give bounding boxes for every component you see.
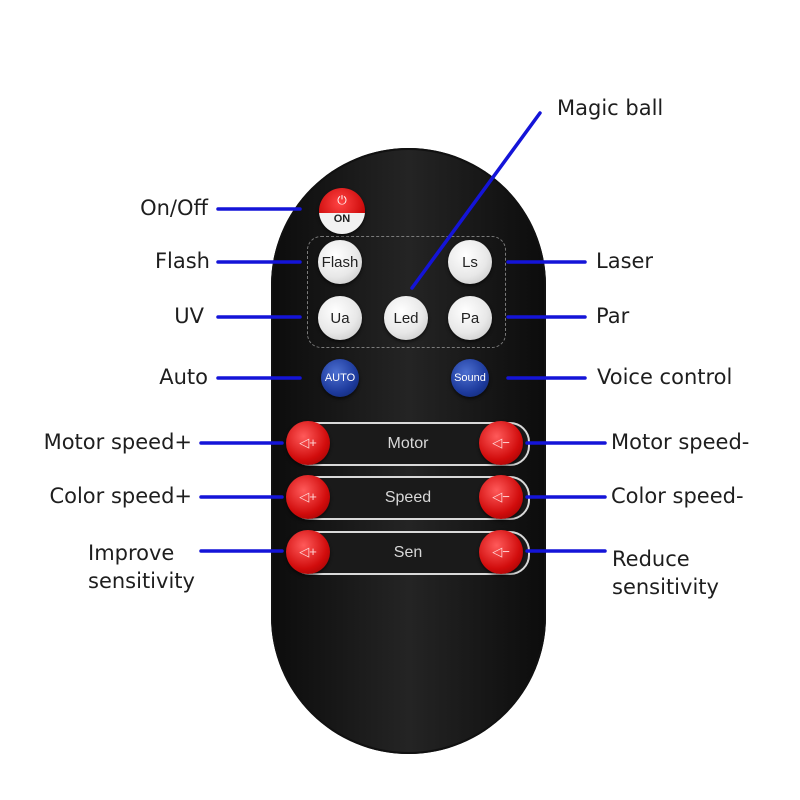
label-reduce-line1: Reduce xyxy=(612,547,690,571)
label-uv: UV xyxy=(174,304,204,328)
laser-button[interactable]: Ls xyxy=(448,240,492,284)
on-button-label: ON xyxy=(319,213,365,234)
label-improve-line1: Improve xyxy=(88,541,175,565)
label-motor-speed-minus: Motor speed- xyxy=(611,430,750,454)
label-improve-sensitivity: Improve sensitivity xyxy=(88,539,195,595)
label-color-speed-plus: Color speed+ xyxy=(49,484,192,508)
label-auto: Auto xyxy=(159,365,208,389)
label-on-off: On/Off xyxy=(140,196,208,220)
label-magic-ball: Magic ball xyxy=(557,96,664,120)
label-reduce-line2: sensitivity xyxy=(612,575,719,599)
reduce-sensitivity-button[interactable]: ◁− xyxy=(479,530,523,574)
color-speed-minus-button[interactable]: ◁− xyxy=(479,475,523,519)
label-motor-speed-plus: Motor speed+ xyxy=(43,430,192,454)
sen-bar-label: Sen xyxy=(393,544,423,561)
label-improve-line2: sensitivity xyxy=(88,569,195,593)
label-color-speed-minus: Color speed- xyxy=(611,484,744,508)
par-button[interactable]: Pa xyxy=(448,296,492,340)
label-par: Par xyxy=(596,304,630,328)
leader-magic-ball xyxy=(410,111,542,290)
label-laser: Laser xyxy=(596,249,654,273)
label-flash: Flash xyxy=(154,249,210,273)
flash-button[interactable]: Flash xyxy=(318,240,362,284)
motor-speed-minus-button[interactable]: ◁− xyxy=(479,421,523,465)
label-reduce-sensitivity: Reduce sensitivity xyxy=(612,545,719,601)
speed-bar-label: Speed xyxy=(384,489,432,506)
motor-speed-plus-button[interactable]: ◁+ xyxy=(286,421,330,465)
light-mode-group-outline xyxy=(307,236,506,348)
color-speed-plus-button[interactable]: ◁+ xyxy=(286,475,330,519)
motor-bar-label: Motor xyxy=(387,435,429,452)
uv-button[interactable]: Ua xyxy=(318,296,362,340)
sound-button[interactable]: Sound xyxy=(451,359,489,397)
magic-ball-button[interactable]: Led xyxy=(384,296,428,340)
auto-button[interactable]: AUTO xyxy=(321,359,359,397)
improve-sensitivity-button[interactable]: ◁+ xyxy=(286,530,330,574)
label-voice-control: Voice control xyxy=(597,365,733,389)
